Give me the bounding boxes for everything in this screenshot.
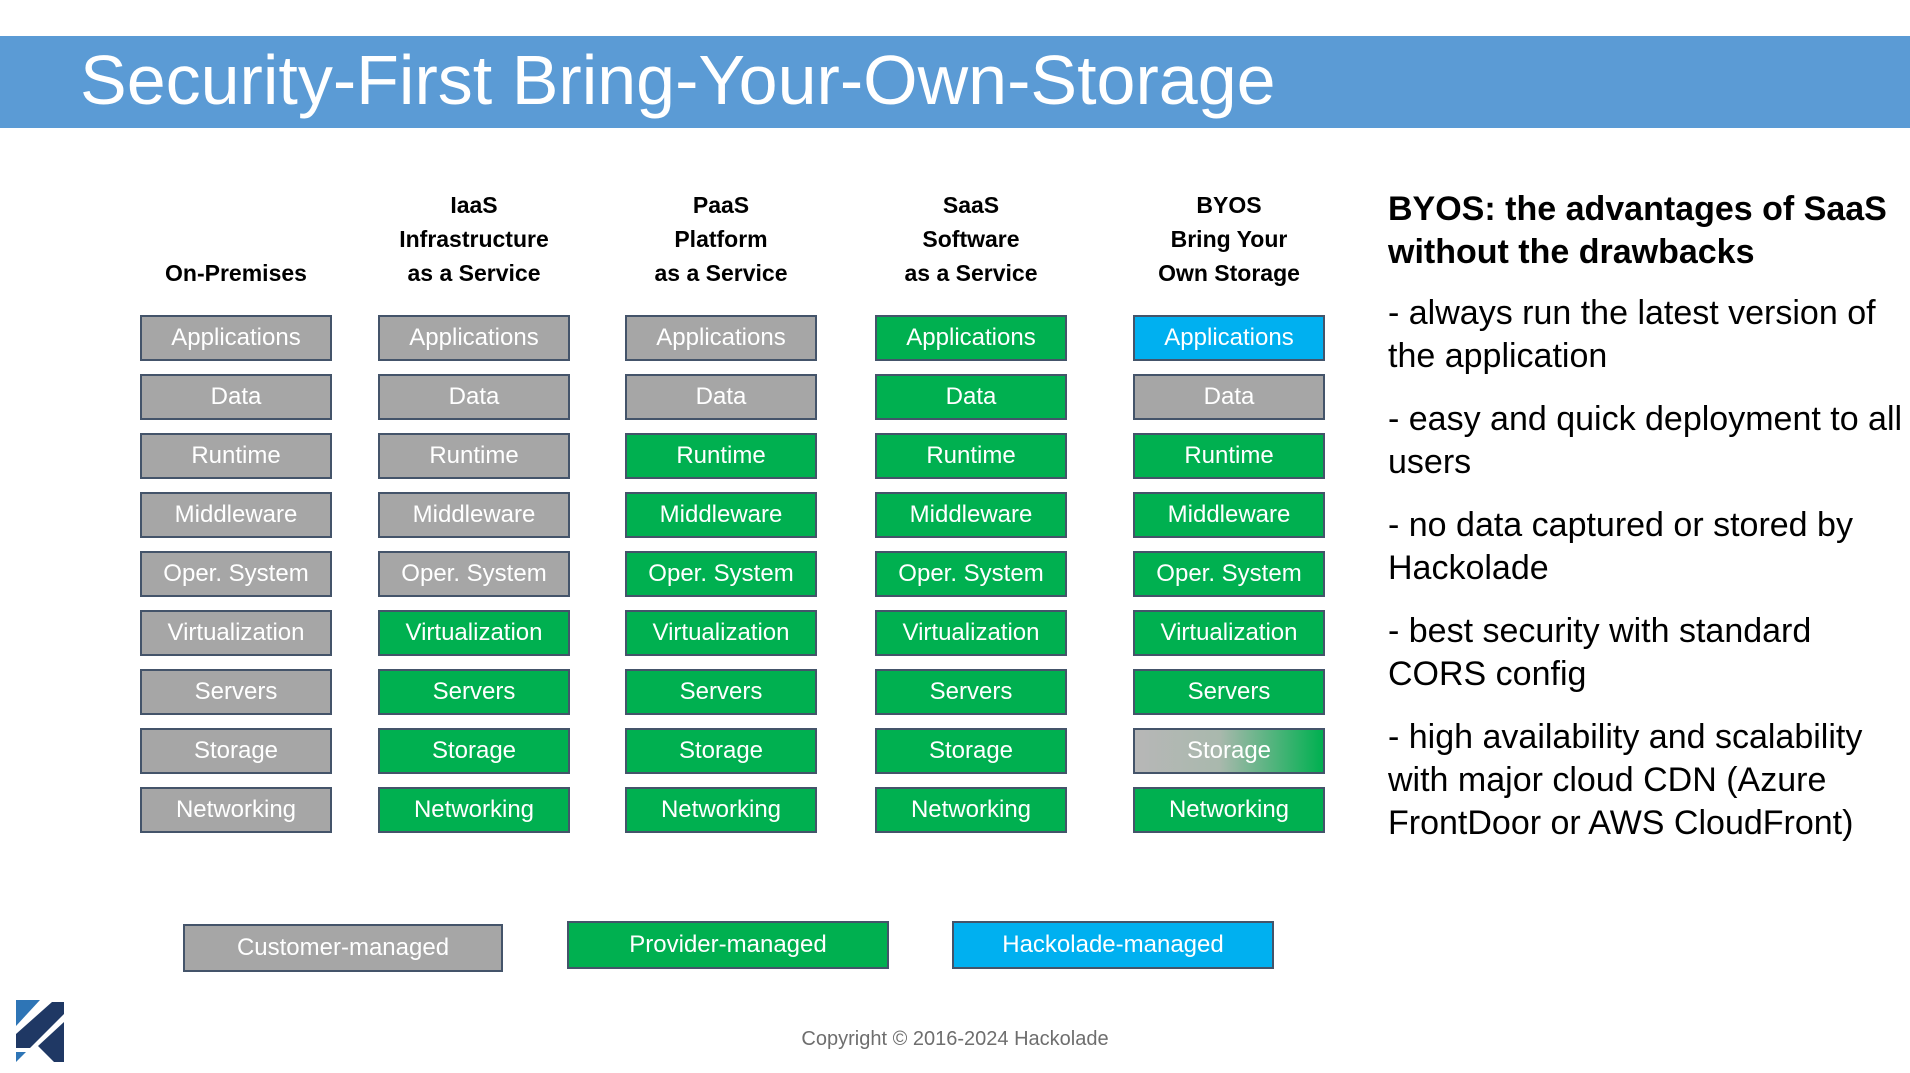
column-header: BYOS Bring Your Own Storage	[1158, 192, 1300, 286]
advantages-title: BYOS: the advantages of SaaS without the…	[1388, 190, 1887, 271]
layer-cell: Middleware	[378, 492, 570, 538]
layer-cell: Servers	[140, 669, 332, 715]
layer-cell: Data	[625, 374, 817, 420]
layer-cell: Networking	[140, 787, 332, 833]
legend-item: Provider-managed	[567, 921, 889, 969]
layer-cell: Servers	[1133, 669, 1325, 715]
layer-cell: Servers	[625, 669, 817, 715]
layer-cell: Oper. System	[625, 551, 817, 597]
hackolade-logo-icon	[16, 1000, 64, 1062]
advantage-item: - no data captured or stored by Hackolad…	[1388, 506, 1853, 587]
layer-cell: Runtime	[625, 433, 817, 479]
layer-cell: Data	[875, 374, 1067, 420]
layer-cell: Runtime	[378, 433, 570, 479]
layer-cell: Storage	[140, 728, 332, 774]
layer-cell: Applications	[378, 315, 570, 361]
layer-cell: Virtualization	[140, 610, 332, 656]
layer-cell: Runtime	[1133, 433, 1325, 479]
layer-cell: Servers	[378, 669, 570, 715]
layer-cell: Applications	[625, 315, 817, 361]
advantage-item: - easy and quick deployment to all users	[1388, 400, 1903, 481]
layer-cell: Virtualization	[378, 610, 570, 656]
layer-cell: Middleware	[875, 492, 1067, 538]
layer-cell: Storage	[625, 728, 817, 774]
layer-cell: Runtime	[140, 433, 332, 479]
legend-item: Customer-managed	[183, 924, 503, 972]
advantage-item: - always run the latest version of the a…	[1388, 294, 1876, 375]
layer-cell: Storage	[378, 728, 570, 774]
layer-cell: Applications	[1133, 315, 1325, 361]
layer-cell: Storage	[1133, 728, 1325, 774]
layer-cell: Runtime	[875, 433, 1067, 479]
column-header: On-Premises	[165, 260, 307, 286]
layer-cell: Oper. System	[378, 551, 570, 597]
advantage-item: - high availability and scalability with…	[1388, 718, 1863, 842]
layer-cell: Networking	[625, 787, 817, 833]
legend-item: Hackolade-managed	[952, 921, 1274, 969]
layer-cell: Data	[378, 374, 570, 420]
layer-cell: Networking	[378, 787, 570, 833]
advantages-list: - always run the latest version of the a…	[1388, 292, 1903, 865]
layer-cell: Middleware	[625, 492, 817, 538]
advantage-item: - best security with standard CORS confi…	[1388, 612, 1812, 693]
column-header: SaaS Software as a Service	[904, 192, 1038, 286]
layer-cell: Applications	[875, 315, 1067, 361]
column-header: PaaS Platform as a Service	[654, 192, 788, 286]
layer-cell: Virtualization	[625, 610, 817, 656]
layer-cell: Networking	[875, 787, 1067, 833]
title-bar	[0, 36, 1910, 128]
layer-cell: Data	[140, 374, 332, 420]
layer-cell: Oper. System	[140, 551, 332, 597]
layer-cell: Middleware	[140, 492, 332, 538]
layer-cell: Servers	[875, 669, 1067, 715]
layer-cell: Middleware	[1133, 492, 1325, 538]
layer-cell: Storage	[875, 728, 1067, 774]
layer-cell: Applications	[140, 315, 332, 361]
slide-title: Security-First Bring-Your-Own-Storage	[80, 41, 1276, 119]
column-header: IaaS Infrastructure as a Service	[399, 192, 549, 286]
layer-cell: Oper. System	[875, 551, 1067, 597]
copyright: Copyright © 2016-2024 Hackolade	[801, 1028, 1109, 1050]
layer-cell: Virtualization	[1133, 610, 1325, 656]
layer-cell: Oper. System	[1133, 551, 1325, 597]
layer-cell: Networking	[1133, 787, 1325, 833]
layer-cell: Virtualization	[875, 610, 1067, 656]
layer-cell: Data	[1133, 374, 1325, 420]
